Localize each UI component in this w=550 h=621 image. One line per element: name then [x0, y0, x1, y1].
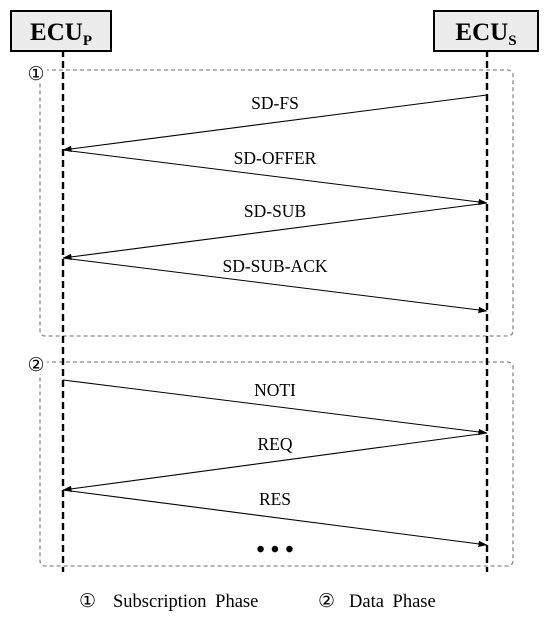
legend-marker-2: ②: [318, 591, 335, 612]
message-res: RES: [62, 489, 488, 548]
message-label: SD-SUB: [244, 201, 306, 221]
ecu-s-label: ECUS: [455, 19, 516, 49]
legend-caption-2: Data Phase: [349, 592, 436, 612]
message-noti: NOTI: [62, 379, 488, 436]
ecu-s-participant: ECUS: [433, 10, 539, 52]
data-phase-box: [39, 361, 514, 567]
phase-2-marker-bg: [25, 354, 47, 374]
legend-marker-1: ①: [79, 591, 96, 612]
message-label: SD-SUB-ACK: [222, 256, 327, 276]
message-label: NOTI: [254, 380, 296, 400]
phase-1-marker: ①: [27, 64, 44, 85]
message-sd-offer: SD-OFFER: [62, 148, 488, 206]
continuation-dots: • • •: [256, 537, 293, 563]
message-req: REQ: [62, 432, 488, 492]
phase-1-marker-bg: [25, 63, 47, 83]
message-label: SD-FS: [251, 93, 299, 113]
message-sd-sub: SD-SUB: [62, 201, 488, 261]
legend-caption-1: Subscription Phase: [113, 592, 258, 612]
message-label: RES: [259, 489, 291, 509]
message-sd-fs: SD-FS: [62, 93, 488, 153]
legend: ① Subscription Phase ② Data Phase: [79, 591, 436, 612]
ecu-p-label: ECUP: [30, 19, 92, 49]
message-sd-sub-ack: SD-SUB-ACK: [62, 256, 488, 314]
phase-2-marker: ②: [27, 355, 44, 376]
message-label: SD-OFFER: [234, 148, 317, 168]
message-label: REQ: [258, 434, 293, 454]
ecu-p-participant: ECUP: [10, 10, 112, 52]
subscription-phase-box: [39, 69, 514, 337]
